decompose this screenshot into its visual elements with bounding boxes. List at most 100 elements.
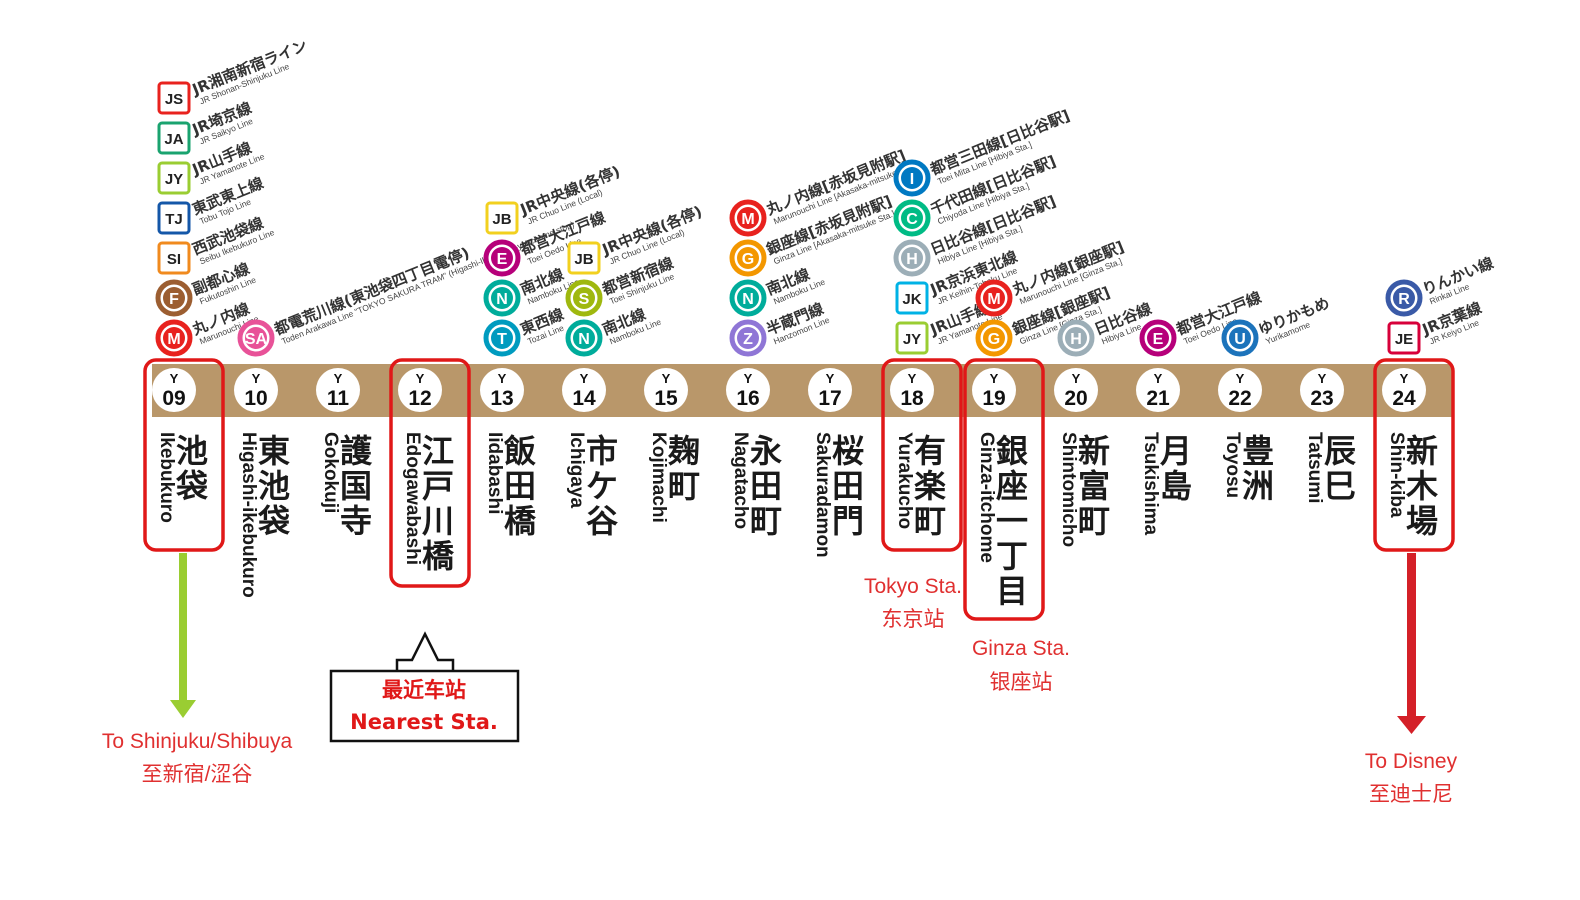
nearest-note-cn: 最近车站 <box>382 678 466 702</box>
station-number: 20 <box>1064 387 1087 410</box>
station-name-jp-char: 橋 <box>422 537 455 575</box>
station-name-jp-char: 田 <box>504 467 536 505</box>
station-name-jp-char: 田 <box>832 467 864 505</box>
station-name-jp-char: 袋 <box>175 467 208 505</box>
station-number-badge <box>1218 368 1262 412</box>
station-name-en: Sakuradamon <box>812 432 833 558</box>
station-name-jp-char: 町 <box>914 502 946 540</box>
station-number-prefix: Y <box>498 371 507 386</box>
station-number-prefix: Y <box>1072 371 1081 386</box>
station-number-prefix: Y <box>1400 371 1409 386</box>
station-name-jp-char: 新 <box>1078 432 1110 470</box>
station-name-en: Shintomicho <box>1058 432 1079 547</box>
station-name-en: Ichigaya <box>566 432 587 508</box>
tokyo-note-en: Tokyo Sta. <box>864 575 962 598</box>
station-number-badge <box>152 368 196 412</box>
east-note-en: To Disney <box>1365 750 1458 773</box>
station-name-jp: 月島 <box>1160 432 1192 505</box>
station-number: 22 <box>1228 387 1251 410</box>
station-number-prefix: Y <box>662 371 671 386</box>
station-name-en: Kojimachi <box>648 432 669 523</box>
station-name-jp: 麹町 <box>668 432 700 505</box>
station-number: 15 <box>654 387 678 410</box>
station-name-jp-char: 永 <box>750 432 782 470</box>
station-number-prefix: Y <box>744 371 753 386</box>
station-number: 18 <box>900 387 924 410</box>
transfer-badge-code: E <box>497 251 508 268</box>
station-name-jp-char: 目 <box>996 572 1028 610</box>
station-name-jp: 永田町 <box>750 432 782 540</box>
station-name-jp: 豊洲 <box>1242 432 1274 505</box>
transfer-badge-core <box>1065 327 1087 349</box>
station-number-prefix: Y <box>580 371 589 386</box>
transfer-badge-core <box>737 327 759 349</box>
station-name-jp-char: 一 <box>996 502 1028 540</box>
west-note-cn: 至新宿/涩谷 <box>142 763 253 786</box>
west-arrow-head <box>170 700 196 718</box>
station-number-prefix: Y <box>416 371 425 386</box>
station-name-jp-char: 桜 <box>832 432 864 470</box>
station-number: 10 <box>244 387 267 410</box>
callout-box <box>329 669 520 743</box>
transfer-badge-core <box>983 327 1005 349</box>
station-name-jp-char: 江 <box>422 432 454 470</box>
station-name-jp-char: ケ <box>586 467 618 505</box>
station-name-jp-char: 橋 <box>504 502 537 540</box>
transfer-badge-square <box>157 121 191 155</box>
transfer-line-name-jp: JR湘南新宿ライン <box>189 36 310 99</box>
transfer-line-label: JR中央線(各停)JR Chuo Line (Local) <box>599 202 705 266</box>
transfer-badge-code: JY <box>903 331 921 348</box>
station-name-jp-char: 護 <box>340 432 373 470</box>
station-number-badge <box>316 368 360 412</box>
station-number: 16 <box>736 387 759 410</box>
transfer-badge-code: G <box>742 251 754 268</box>
station-name-en: Tatsumi <box>1304 432 1325 503</box>
station-number: 24 <box>1392 387 1416 410</box>
station-number: 17 <box>818 387 841 410</box>
station-number-badge <box>1054 368 1098 412</box>
station-name-jp: 桜田門 <box>832 432 864 540</box>
transfer-badge-code: N <box>578 331 590 348</box>
station-name-jp-char: 月 <box>1160 432 1192 470</box>
station-number-prefix: Y <box>334 371 343 386</box>
station-number-badge <box>480 368 524 412</box>
highlight-frame <box>963 358 1045 621</box>
station-name-jp: 池袋 <box>175 432 208 505</box>
transfer-badge-core <box>245 327 267 349</box>
station-name-en: Higashi-ikebukuro <box>238 432 259 598</box>
station-name-jp: 新富町 <box>1078 432 1110 540</box>
transfer-badge-code: M <box>167 331 180 348</box>
transfer-badge-code: JE <box>1395 331 1413 348</box>
transfer-badge-square <box>157 161 191 195</box>
transfer-badge-code: U <box>1234 331 1246 348</box>
station-name-jp-char: 国 <box>340 467 372 505</box>
east-direction-arrow <box>1397 553 1426 734</box>
transfer-badge-square <box>895 321 929 355</box>
transfer-badge-core <box>737 207 759 229</box>
transfer-badge-core <box>1229 327 1251 349</box>
station-name-en: Edogawabashi <box>402 432 423 565</box>
station-name-jp-char: 場 <box>1406 502 1438 540</box>
